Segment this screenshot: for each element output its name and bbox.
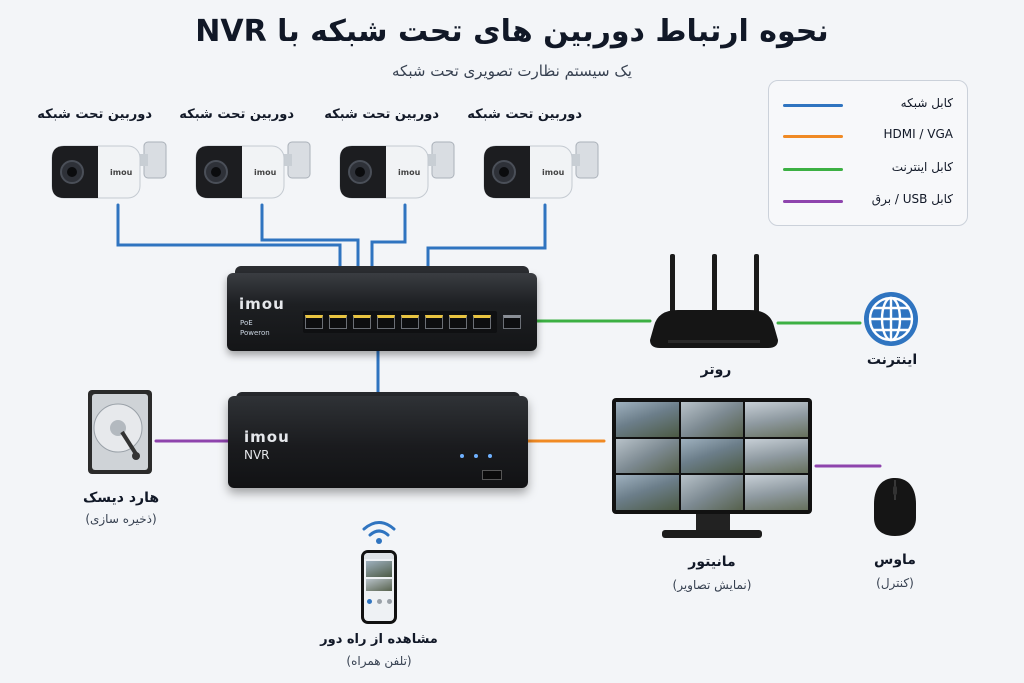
switch-port xyxy=(449,315,467,329)
hard-disk-label: هارد دیسک xyxy=(82,490,160,506)
legend-swatch xyxy=(783,135,843,138)
legend-item-internet: کابل اینترنت xyxy=(783,159,959,179)
camera-3-cable xyxy=(370,203,407,278)
router-label: روتر xyxy=(700,362,732,378)
mouse-label: ماوس xyxy=(874,552,916,568)
nvr-usb-port xyxy=(482,470,502,480)
camera-brand: imou xyxy=(254,168,277,177)
camera-brand: imou xyxy=(110,168,133,177)
camera-4-label: دوربین تحت شبکه xyxy=(467,107,582,122)
switch-uplink-port xyxy=(503,315,521,329)
nvr-device: imou NVR xyxy=(228,396,528,488)
switch-port xyxy=(401,315,419,329)
poe-switch: imou PoE Poweron xyxy=(227,273,537,351)
camera-brand: imou xyxy=(542,168,565,177)
switch-port xyxy=(329,315,347,329)
mouse-icon xyxy=(874,478,916,536)
camera-feed-tile xyxy=(616,475,679,510)
internet-label: اینترنت xyxy=(866,352,918,368)
legend-label: کابل شبکه xyxy=(900,96,953,110)
camera-feed-tile xyxy=(616,402,679,437)
camera-feed-tile xyxy=(616,438,679,474)
switch-port-bank xyxy=(303,311,497,333)
camera-feed-tile xyxy=(680,438,744,474)
page-title: نحوه ارتباط دوربین های تحت شبکه با NVR xyxy=(195,14,829,49)
nvr-led xyxy=(474,454,478,458)
monitor-base xyxy=(662,530,762,538)
switch-poe-label: PoE xyxy=(240,319,253,327)
mobile-phone xyxy=(361,550,397,624)
camera-feed-tile xyxy=(745,402,808,437)
camera-feed-grid xyxy=(616,402,808,510)
camera-4-cable xyxy=(426,203,547,278)
nvr-led xyxy=(488,454,492,458)
switch-model-label: Poweron xyxy=(240,329,270,337)
monitor-label: مانیتور xyxy=(688,554,736,570)
camera-1-label: دوربین تحت شبکه xyxy=(37,107,152,122)
legend-label: کابل اینترنت xyxy=(891,160,953,174)
legend-label: کابل USB / برق xyxy=(871,192,953,206)
camera-feed-tile xyxy=(680,475,744,510)
legend-label: HDMI / VGA xyxy=(883,127,953,141)
camera-2-label: دوربین تحت شبکه xyxy=(179,107,294,122)
camera-1-icon: imou xyxy=(51,141,167,199)
camera-3-icon: imou xyxy=(339,141,455,199)
monitor-sublabel: (نمایش تصاویر) xyxy=(672,578,752,592)
phone-sublabel: (تلفن همراه) xyxy=(346,654,412,668)
legend-swatch xyxy=(783,168,843,171)
monitor-display xyxy=(612,398,812,514)
legend-item-hdmi: HDMI / VGA xyxy=(783,126,959,146)
camera-feed-tile xyxy=(680,402,744,437)
camera-feed-tile xyxy=(745,475,808,510)
switch-port xyxy=(473,315,491,329)
nvr-led xyxy=(460,454,464,458)
camera-4-icon: imou xyxy=(483,141,599,199)
hard-disk-sublabel: (ذخیره سازی) xyxy=(85,512,157,526)
globe-icon xyxy=(864,292,918,346)
router-icon xyxy=(650,254,778,348)
camera-feed-tile xyxy=(745,438,808,474)
camera-2-cable xyxy=(260,203,360,278)
phone-label: مشاهده از راه دور xyxy=(320,632,438,647)
legend-item-network: کابل شبکه xyxy=(783,95,959,115)
legend: کابل شبکه HDMI / VGA کابل اینترنت کابل U… xyxy=(768,80,968,226)
legend-swatch xyxy=(783,200,843,203)
phone-screen xyxy=(364,553,394,621)
legend-swatch xyxy=(783,104,843,107)
camera-2-icon: imou xyxy=(195,141,311,199)
legend-item-usb: کابل USB / برق xyxy=(783,191,959,211)
nvr-model: NVR xyxy=(244,448,270,462)
mouse-sublabel: (کنترل) xyxy=(876,576,914,590)
switch-port xyxy=(425,315,443,329)
switch-port xyxy=(353,315,371,329)
hard-disk-icon xyxy=(88,390,152,474)
switch-port xyxy=(305,315,323,329)
wifi-icon xyxy=(362,521,396,544)
monitor-stand xyxy=(696,514,730,532)
camera-brand: imou xyxy=(398,168,421,177)
camera-1-cable xyxy=(116,203,342,278)
page-subtitle: یک سیستم نظارت تصویری تحت شبکه xyxy=(392,62,632,80)
camera-3-label: دوربین تحت شبکه xyxy=(324,107,439,122)
switch-brand: imou xyxy=(239,295,285,313)
nvr-brand: imou xyxy=(244,428,290,446)
switch-port xyxy=(377,315,395,329)
